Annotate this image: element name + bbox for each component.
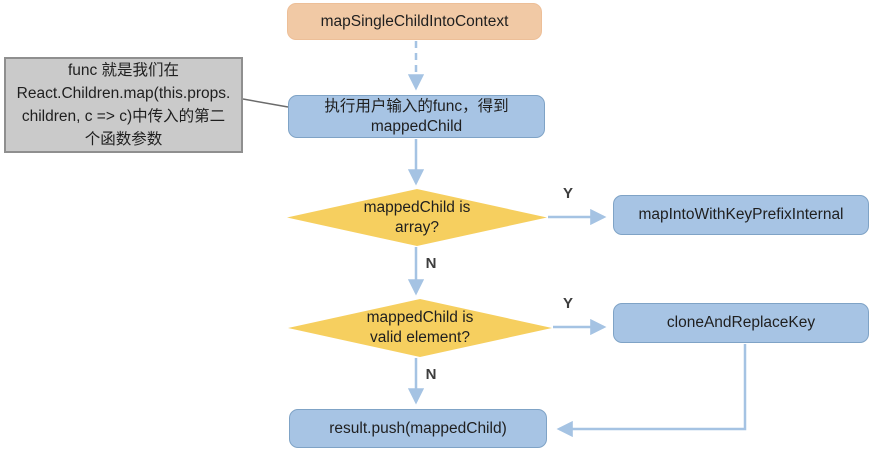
note-callout-box: func 就是我们在 React.Children.map(this.props… <box>4 57 243 153</box>
decision-label: mappedChild is <box>366 309 474 326</box>
decision-label: mappedChild is <box>363 198 471 216</box>
node-map-into-with-key-prefix-internal: mapIntoWithKeyPrefixInternal <box>613 195 869 235</box>
note-line: React.Children.map(this.props. <box>16 85 231 102</box>
node-label: mapIntoWithKeyPrefixInternal <box>638 206 844 223</box>
note-line: func 就是我们在 <box>67 62 180 79</box>
edge-label-array-yes: Y <box>562 185 573 202</box>
decision-label: array? <box>395 218 439 236</box>
edge-label-valid-yes: Y <box>562 295 573 312</box>
note-callout-line <box>242 98 289 108</box>
node-clone-and-replace-key: cloneAndReplaceKey <box>613 303 869 343</box>
node-label: mappedChild <box>370 117 463 135</box>
note-line: 个函数参数 <box>84 131 163 148</box>
node-label: cloneAndReplaceKey <box>666 314 816 331</box>
node-exec-user-func: 执行用户输入的func，得到 mappedChild <box>288 95 545 138</box>
edge-label-valid-no: N <box>425 366 437 383</box>
node-label: 执行用户输入的func，得到 <box>324 97 509 115</box>
decision-label: valid element? <box>370 329 470 346</box>
node-label: mapSingleChildIntoContext <box>320 12 509 30</box>
node-map-single-child-into-context: mapSingleChildIntoContext <box>287 3 542 40</box>
edge-label-array-no: N <box>425 255 437 272</box>
node-result-push: result.push(mappedChild) <box>289 409 547 448</box>
edge-clone-to-result <box>556 344 747 438</box>
note-line: children, c => c)中传入的第二 <box>21 108 226 125</box>
node-label: result.push(mappedChild) <box>329 419 507 437</box>
